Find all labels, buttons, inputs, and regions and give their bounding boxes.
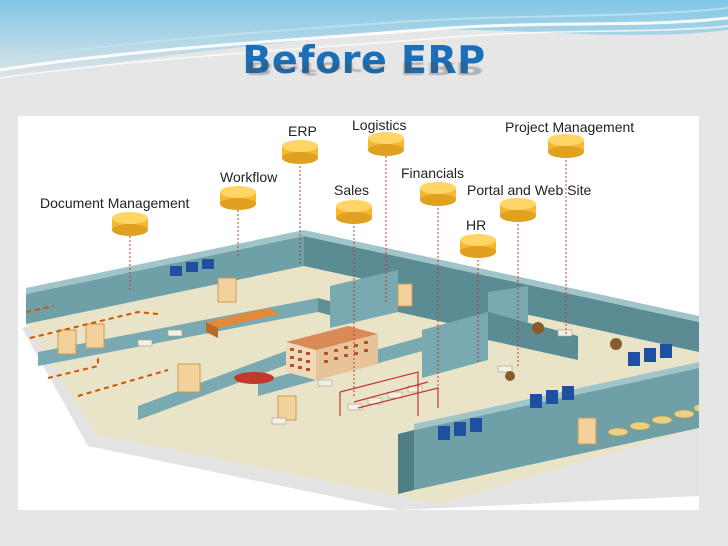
label-document-management: Document Management [40,195,190,211]
wall-top-left [26,230,304,294]
slide-header-decoration [0,0,728,100]
rug [234,372,274,384]
financials-database-icon [420,182,456,206]
office-diagram: ERP Logistics Project Management Workflo… [18,116,699,510]
label-sales: Sales [334,182,369,198]
erp-database-icon [282,140,318,164]
plants [505,322,622,381]
label-financials: Financials [401,165,464,181]
label-logistics: Logistics [352,117,406,133]
label-erp: ERP [288,123,317,139]
filing-shelves [286,326,378,380]
windows [170,259,672,440]
project-management-database-icon [548,134,584,158]
network-cables [339,371,439,416]
doors [57,277,597,445]
conference-table [206,308,280,328]
slide-title-reflection: Before ERP [244,58,484,78]
floor-paths [25,305,169,397]
partition-wall-2 [330,270,398,328]
logistics-database-icon [368,132,404,156]
hr-database-icon [460,234,496,258]
wall-top-right [304,230,699,322]
partition-wall-3 [398,270,488,332]
label-portal-and-web-site: Portal and Web Site [467,182,591,198]
workflow-database-icon [220,186,256,210]
label-hr: HR [466,217,486,233]
db-connector-lines [129,156,567,398]
table-side [206,322,218,338]
office-illustration: ERP Logistics Project Management Workflo… [18,116,699,510]
label-project-management: Project Management [505,119,634,135]
front-wall-edge [398,430,414,494]
front-wall-right [414,368,699,490]
desks [137,329,573,425]
back-wall-left [26,236,304,324]
slide-title: Before ERP [242,38,486,82]
partition-wall-6 [488,312,578,360]
db-cylinders [112,132,584,258]
stepping-stones [607,403,699,437]
sales-database-icon [336,200,372,224]
document-management-database-icon [112,212,148,236]
portal-database-icon [500,198,536,222]
label-workflow: Workflow [220,169,278,185]
